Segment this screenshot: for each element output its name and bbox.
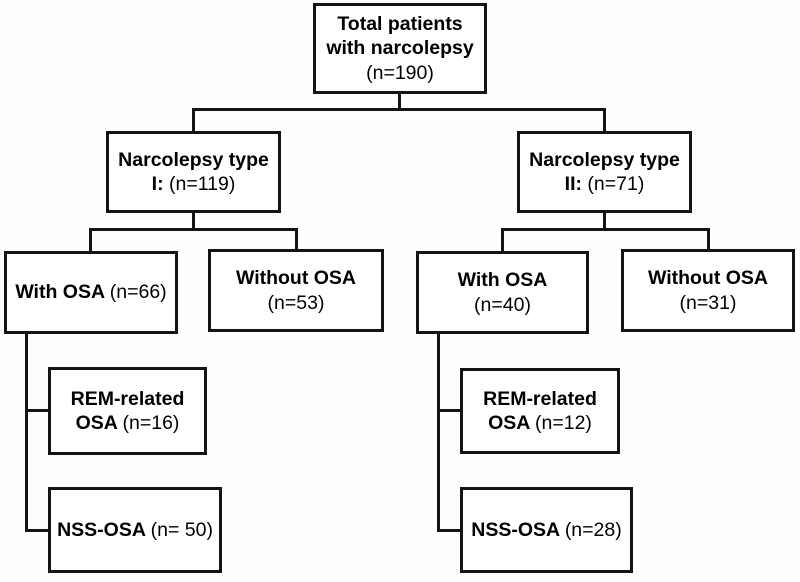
connector-nt1-to-without-osa (295, 228, 298, 252)
connector-nt2-stem (603, 212, 606, 230)
node-nt1-without-osa[interactable]: Without OSA (n=53) (208, 249, 384, 332)
node-nt2-without-osa-label: Without OSA (n=31) (647, 267, 769, 314)
node-nt2-with-osa-label: With OSA (n=40) (457, 269, 548, 316)
connector-nt1-stem (192, 212, 195, 230)
node-nt1-without-osa-label: Without OSA (n=53) (235, 267, 357, 314)
connector-nt2-to-without-osa (707, 228, 710, 252)
node-nt1-with-osa[interactable]: With OSA (n=66) (4, 251, 178, 334)
node-total-patients[interactable]: Total patients with narcolepsy (n=190) (313, 3, 487, 94)
node-nt1-with-osa-label: With OSA (n=66) (15, 281, 167, 304)
connector-nt2-bus (501, 228, 710, 231)
node-narcolepsy-type-2[interactable]: Narcolepsy type II: (n=71) (517, 131, 692, 213)
connector-nt2-to-with-osa (501, 228, 504, 252)
connector-total-to-nt1 (192, 108, 195, 133)
connector-nt2-osa-to-nss (437, 529, 463, 532)
node-nt1-rem-related-osa[interactable]: REM-related OSA (n=16) (48, 367, 207, 455)
connector-nt1-osa-spine (25, 332, 28, 532)
connector-total-bus (192, 108, 605, 111)
node-total-patients-label: Total patients with narcolepsy (n=190) (326, 12, 474, 84)
connector-nt1-bus (89, 228, 298, 231)
connector-total-to-nt2 (603, 108, 606, 133)
node-nt1-nss-osa[interactable]: NSS-OSA (n= 50) (48, 487, 222, 573)
node-nt2-without-osa[interactable]: Without OSA (n=31) (621, 249, 795, 332)
connector-nt1-osa-to-rem (25, 409, 51, 412)
node-nt2-rem-related-osa[interactable]: REM-related OSA (n=12) (460, 368, 620, 454)
node-narcolepsy-type-1-label: Narcolepsy type I: (n=119) (118, 148, 269, 195)
connector-nt2-osa-to-rem (437, 409, 463, 412)
node-nt2-nss-osa-label: NSS-OSA (n=28) (471, 518, 622, 541)
node-narcolepsy-type-2-label: Narcolepsy type II: (n=71) (529, 148, 680, 195)
node-narcolepsy-type-1[interactable]: Narcolepsy type I: (n=119) (106, 131, 281, 213)
connector-nt1-osa-to-nss (25, 529, 51, 532)
node-nt2-rem-related-osa-label: REM-related OSA (n=12) (483, 387, 597, 434)
node-nt1-rem-related-osa-label: REM-related OSA (n=16) (70, 387, 185, 434)
node-nt2-nss-osa[interactable]: NSS-OSA (n=28) (460, 487, 633, 573)
connector-nt1-to-with-osa (89, 228, 92, 252)
node-nt2-with-osa[interactable]: With OSA (n=40) (416, 251, 589, 334)
connector-total-stem (398, 93, 401, 111)
node-nt1-nss-osa-label: NSS-OSA (n= 50) (57, 518, 213, 541)
connector-nt2-osa-spine (437, 332, 440, 532)
